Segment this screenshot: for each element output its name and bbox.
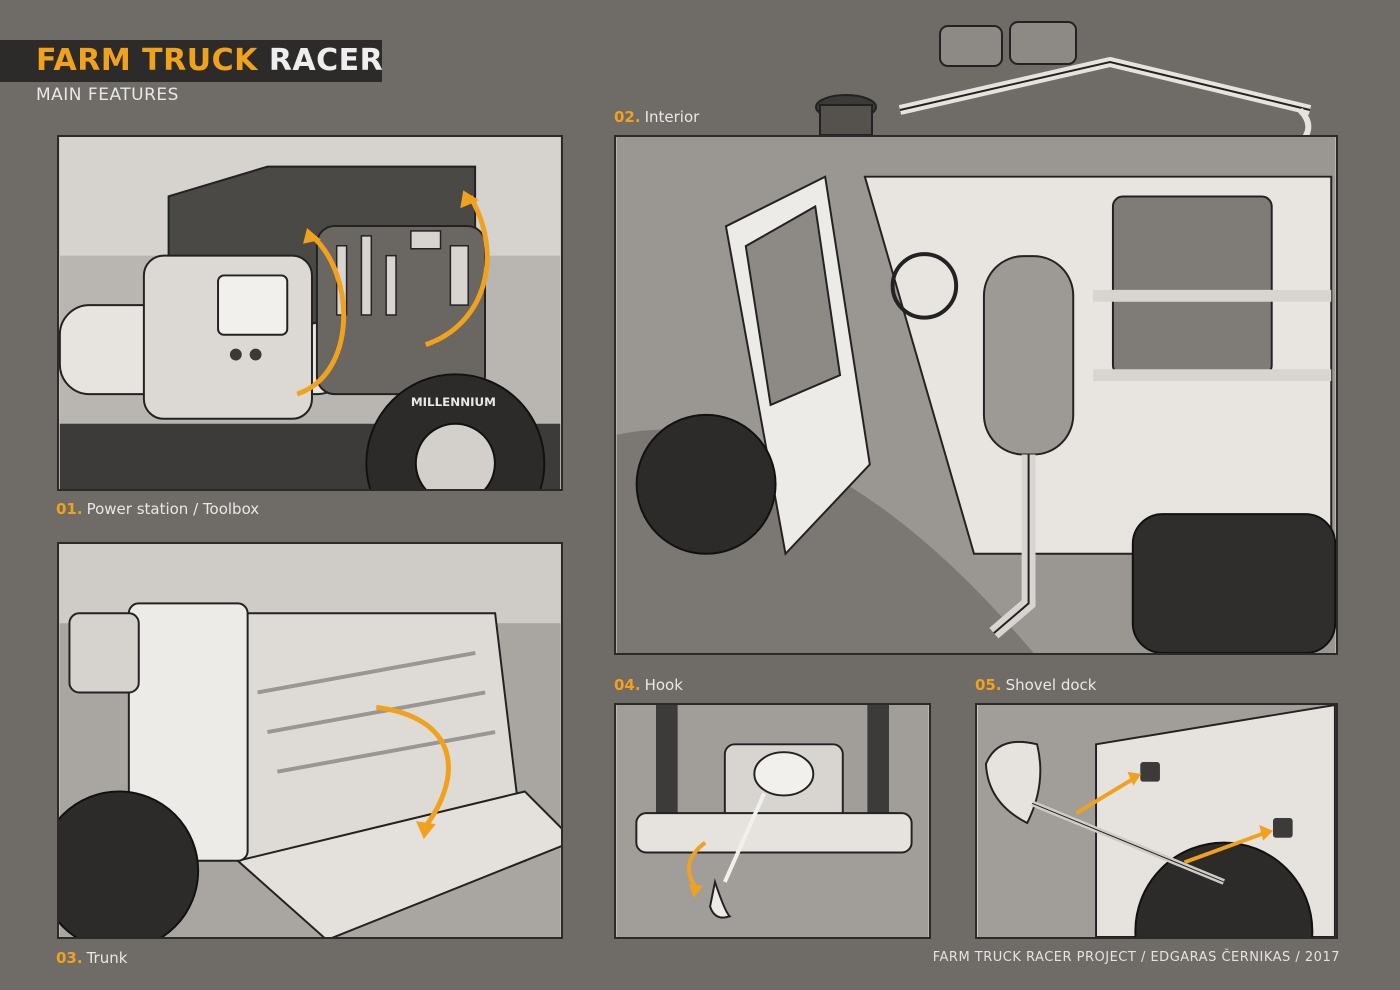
bed-ribs xyxy=(257,650,496,774)
power-display xyxy=(217,274,289,336)
tailgate-arrow xyxy=(376,704,451,828)
tailgate-open xyxy=(235,790,561,937)
hook-arrow xyxy=(686,841,707,888)
hook xyxy=(709,878,732,919)
door-window xyxy=(744,204,842,407)
caption-number: 05. xyxy=(975,676,1002,694)
interior-illustration xyxy=(616,137,1336,653)
title-rest: RACER xyxy=(268,43,384,78)
shovel-blade xyxy=(984,740,1042,825)
caption-trunk: 03.Trunk xyxy=(56,949,127,967)
roof-lamp-right xyxy=(1009,21,1077,65)
snorkel-cap xyxy=(815,94,877,120)
caption-label: Hook xyxy=(644,676,683,694)
power-station-illustration: MILLENNIUM xyxy=(59,137,561,489)
rear-fender xyxy=(1131,513,1336,653)
open-arrow-left xyxy=(296,234,347,397)
roof-lamp-left xyxy=(939,25,1003,67)
hook-illustration xyxy=(616,705,929,937)
dock-arrow-lower xyxy=(1183,830,1266,865)
dock-arrow-upper xyxy=(1075,777,1135,815)
dock-clip-upper xyxy=(1140,762,1160,782)
caption-power-station: 01.Power station / Toolbox xyxy=(56,500,259,518)
front-tire xyxy=(635,413,777,555)
roof-rack-rail xyxy=(898,57,1312,115)
front-bumper xyxy=(635,812,913,854)
winch-rope-coil xyxy=(753,751,815,797)
power-station-side xyxy=(68,612,140,694)
dock-clip-lower xyxy=(1272,818,1293,838)
caption-number: 03. xyxy=(56,949,83,967)
rear-tire xyxy=(59,790,200,937)
caption-hook: 04.Hook xyxy=(614,676,683,694)
trunk-illustration xyxy=(59,544,561,937)
panel-shovel-dock xyxy=(975,703,1338,939)
caption-number: 02. xyxy=(614,108,641,126)
bumper-post-left xyxy=(656,705,678,843)
tool-set xyxy=(335,230,469,316)
caption-label: Shovel dock xyxy=(1005,676,1097,694)
panel-trunk xyxy=(57,542,563,939)
page-subtitle: MAIN FEATURES xyxy=(36,85,179,105)
caption-label: Trunk xyxy=(86,949,128,967)
exhaust-heat-shield xyxy=(982,255,1075,456)
panel-power-station: MILLENNIUM xyxy=(57,135,563,491)
caption-shovel-dock: 05.Shovel dock xyxy=(975,676,1096,694)
caption-number: 01. xyxy=(56,500,83,518)
title-bar xyxy=(0,40,382,82)
tire-brand-label: MILLENNIUM xyxy=(411,395,496,409)
open-arrow-right xyxy=(424,195,490,347)
side-window xyxy=(1111,195,1273,377)
footer-credit: FARM TRUCK RACER PROJECT / EDGARAS ČERNI… xyxy=(932,950,1340,965)
panel-hook xyxy=(614,703,931,939)
winch-cable xyxy=(723,792,766,883)
bed-rails xyxy=(1093,289,1332,382)
caption-number: 04. xyxy=(614,676,641,694)
caption-interior: 02.Interior xyxy=(614,108,699,126)
bumper-post-right xyxy=(867,705,889,843)
page-title: FARM TRUCK RACER xyxy=(36,42,383,80)
caption-label: Interior xyxy=(644,108,700,126)
caption-label: Power station / Toolbox xyxy=(86,500,260,518)
steering-wheel xyxy=(890,252,959,320)
panel-interior xyxy=(614,135,1338,655)
title-accent: FARM TRUCK xyxy=(36,43,258,78)
shovel-dock-illustration xyxy=(978,705,1336,937)
